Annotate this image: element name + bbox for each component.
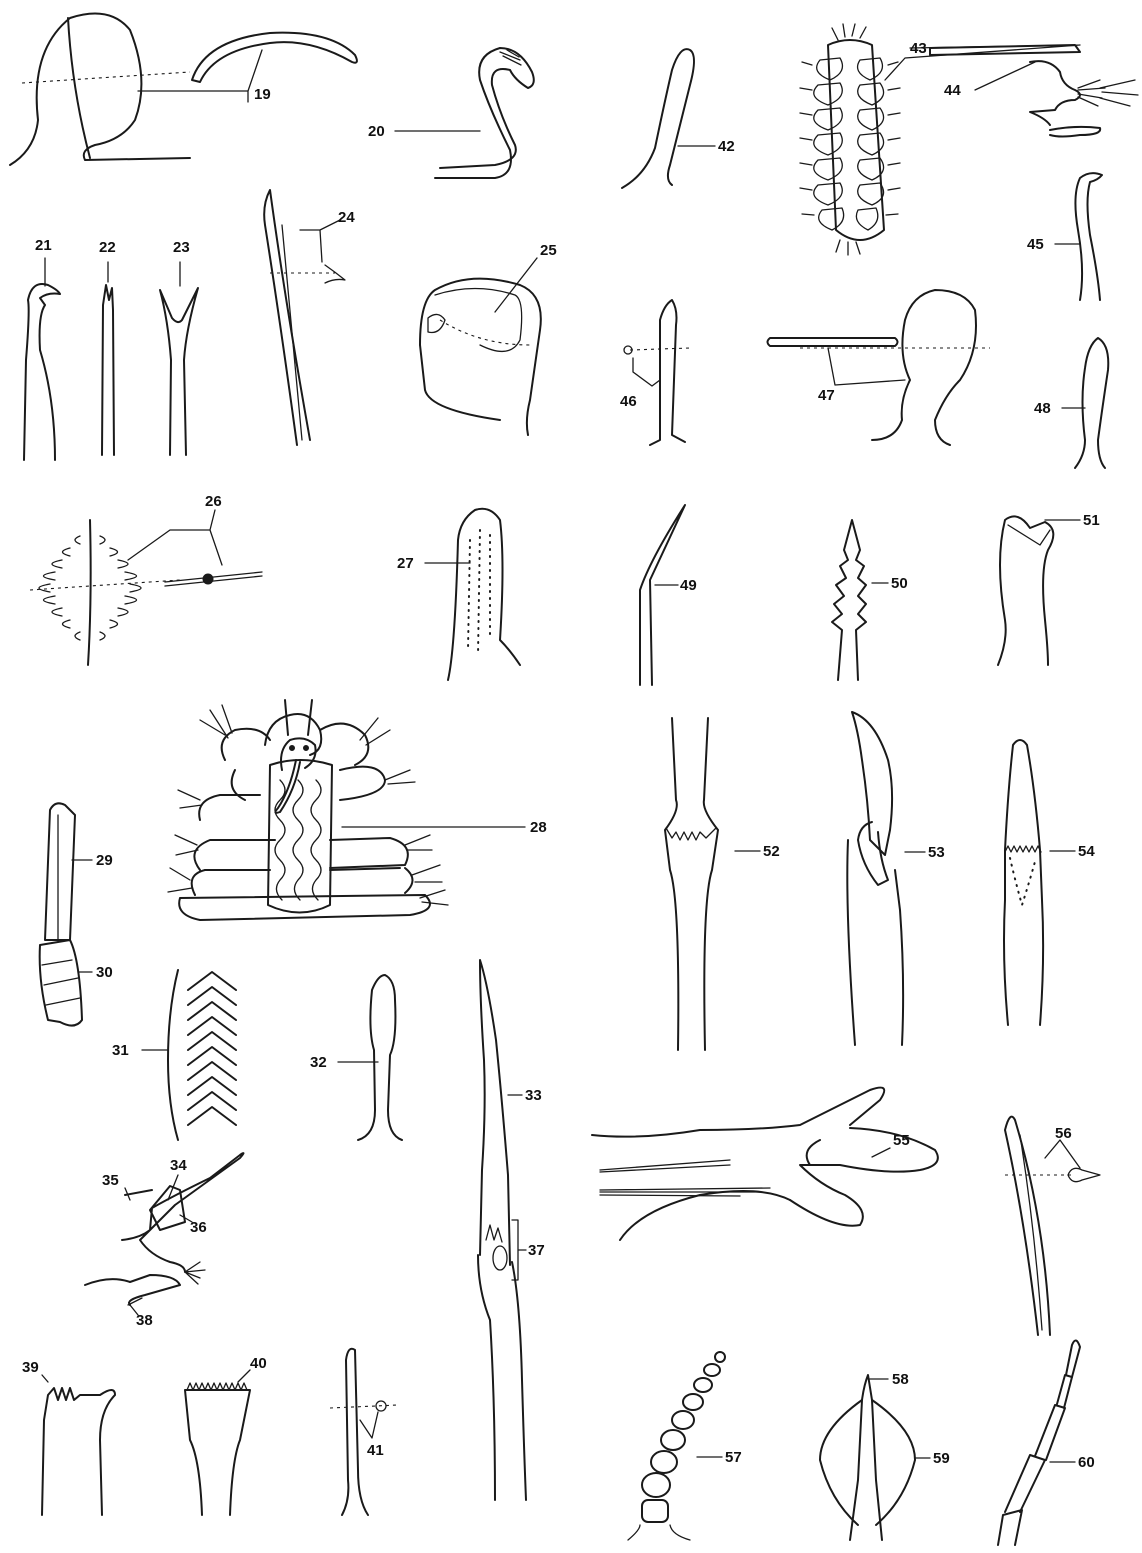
figure-50-seta: 50 bbox=[832, 520, 908, 680]
figure-20-seta: 20 bbox=[368, 48, 534, 178]
figure-label-40: 40 bbox=[250, 1355, 267, 1372]
figure-24-seta: 24 bbox=[264, 190, 355, 445]
figure-40-seta: 40 bbox=[185, 1355, 267, 1515]
figure-label-24: 24 bbox=[338, 209, 355, 226]
figure-label-37: 37 bbox=[528, 1242, 545, 1259]
figure-55-parapodium: 55 bbox=[592, 1088, 938, 1240]
figure-29-30-palp: 29 30 bbox=[40, 803, 113, 1025]
figure-label-30: 30 bbox=[96, 964, 113, 981]
figure-label-36: 36 bbox=[190, 1219, 207, 1236]
figure-label-60: 60 bbox=[1078, 1454, 1095, 1471]
figure-51-seta: 51 bbox=[998, 512, 1100, 665]
figure-45-seta: 45 bbox=[1027, 173, 1102, 300]
figure-label-20: 20 bbox=[368, 123, 385, 140]
figure-label-25: 25 bbox=[540, 242, 557, 259]
figure-label-47: 47 bbox=[818, 387, 835, 404]
figure-52-seta: 52 bbox=[665, 718, 780, 1050]
figure-label-23: 23 bbox=[173, 239, 190, 256]
figure-label-22: 22 bbox=[99, 239, 116, 256]
figure-label-45: 45 bbox=[1027, 236, 1044, 253]
figure-label-43: 43 bbox=[910, 40, 927, 57]
figure-22-seta: 22 bbox=[99, 239, 116, 455]
figure-28-anterior-end: 28 bbox=[168, 700, 547, 920]
figure-label-57: 57 bbox=[725, 1449, 742, 1466]
figure-label-58: 58 bbox=[892, 1371, 909, 1388]
figure-label-27: 27 bbox=[397, 555, 414, 572]
figure-label-53: 53 bbox=[928, 844, 945, 861]
figure-21-seta: 21 bbox=[24, 237, 60, 460]
figure-31-comb: 31 bbox=[112, 970, 236, 1140]
figure-58-59-seta: 58 59 bbox=[820, 1371, 950, 1540]
figure-label-51: 51 bbox=[1083, 512, 1100, 529]
figure-label-50: 50 bbox=[891, 575, 908, 592]
figure-label-31: 31 bbox=[112, 1042, 129, 1059]
figure-label-19: 19 bbox=[254, 86, 271, 103]
figure-48-seta: 48 bbox=[1034, 338, 1108, 468]
figure-label-39: 39 bbox=[22, 1359, 39, 1376]
figure-label-33: 33 bbox=[525, 1087, 542, 1104]
figure-label-52: 52 bbox=[763, 843, 780, 860]
figure-46-seta: 46 bbox=[620, 300, 690, 445]
figure-label-49: 49 bbox=[680, 577, 697, 594]
figure-60-antenna: 60 bbox=[998, 1340, 1095, 1545]
figure-label-56: 56 bbox=[1055, 1125, 1072, 1142]
figure-41-seta: 41 bbox=[330, 1349, 398, 1515]
figure-43-scaleworm: 43 bbox=[800, 24, 1080, 255]
figure-32-seta: 32 bbox=[310, 975, 402, 1140]
figure-56-seta: 56 bbox=[1005, 1117, 1100, 1335]
figure-label-41: 41 bbox=[367, 1442, 384, 1459]
figure-label-54: 54 bbox=[1078, 843, 1095, 860]
figure-57-antenna: 57 bbox=[628, 1352, 742, 1540]
figure-53-seta: 53 bbox=[847, 712, 944, 1045]
figure-label-42: 42 bbox=[718, 138, 735, 155]
figure-label-28: 28 bbox=[530, 819, 547, 836]
figure-47-seta: 47 bbox=[768, 290, 991, 445]
figure-27-seta: 27 bbox=[397, 509, 520, 680]
figure-26-seta: 26 bbox=[30, 493, 262, 665]
figure-label-38: 38 bbox=[136, 1312, 153, 1329]
figure-44-parapodium: 44 bbox=[930, 45, 1138, 137]
figure-label-35: 35 bbox=[102, 1172, 119, 1189]
figure-19-seta: 19 bbox=[10, 14, 357, 165]
figure-25-seta: 25 bbox=[420, 242, 557, 435]
figure-label-29: 29 bbox=[96, 852, 113, 869]
figure-label-32: 32 bbox=[310, 1054, 327, 1071]
figure-label-44: 44 bbox=[944, 82, 961, 99]
figure-label-48: 48 bbox=[1034, 400, 1051, 417]
figure-42-seta: 42 bbox=[622, 49, 735, 188]
figure-23-seta: 23 bbox=[160, 239, 198, 455]
figure-label-59: 59 bbox=[933, 1450, 950, 1467]
figure-label-21: 21 bbox=[35, 237, 52, 254]
figure-label-34: 34 bbox=[170, 1157, 187, 1174]
figure-label-26: 26 bbox=[205, 493, 222, 510]
figure-label-46: 46 bbox=[620, 393, 637, 410]
figure-49-seta: 49 bbox=[640, 505, 697, 685]
figure-34-38-parapodium: 34 35 36 38 bbox=[85, 1153, 244, 1329]
figure-label-55: 55 bbox=[893, 1132, 910, 1149]
figure-39-seta: 39 bbox=[22, 1359, 115, 1515]
figure-33-37-seta: 33 37 bbox=[478, 960, 545, 1500]
figure-54-seta: 54 bbox=[1004, 740, 1095, 1025]
